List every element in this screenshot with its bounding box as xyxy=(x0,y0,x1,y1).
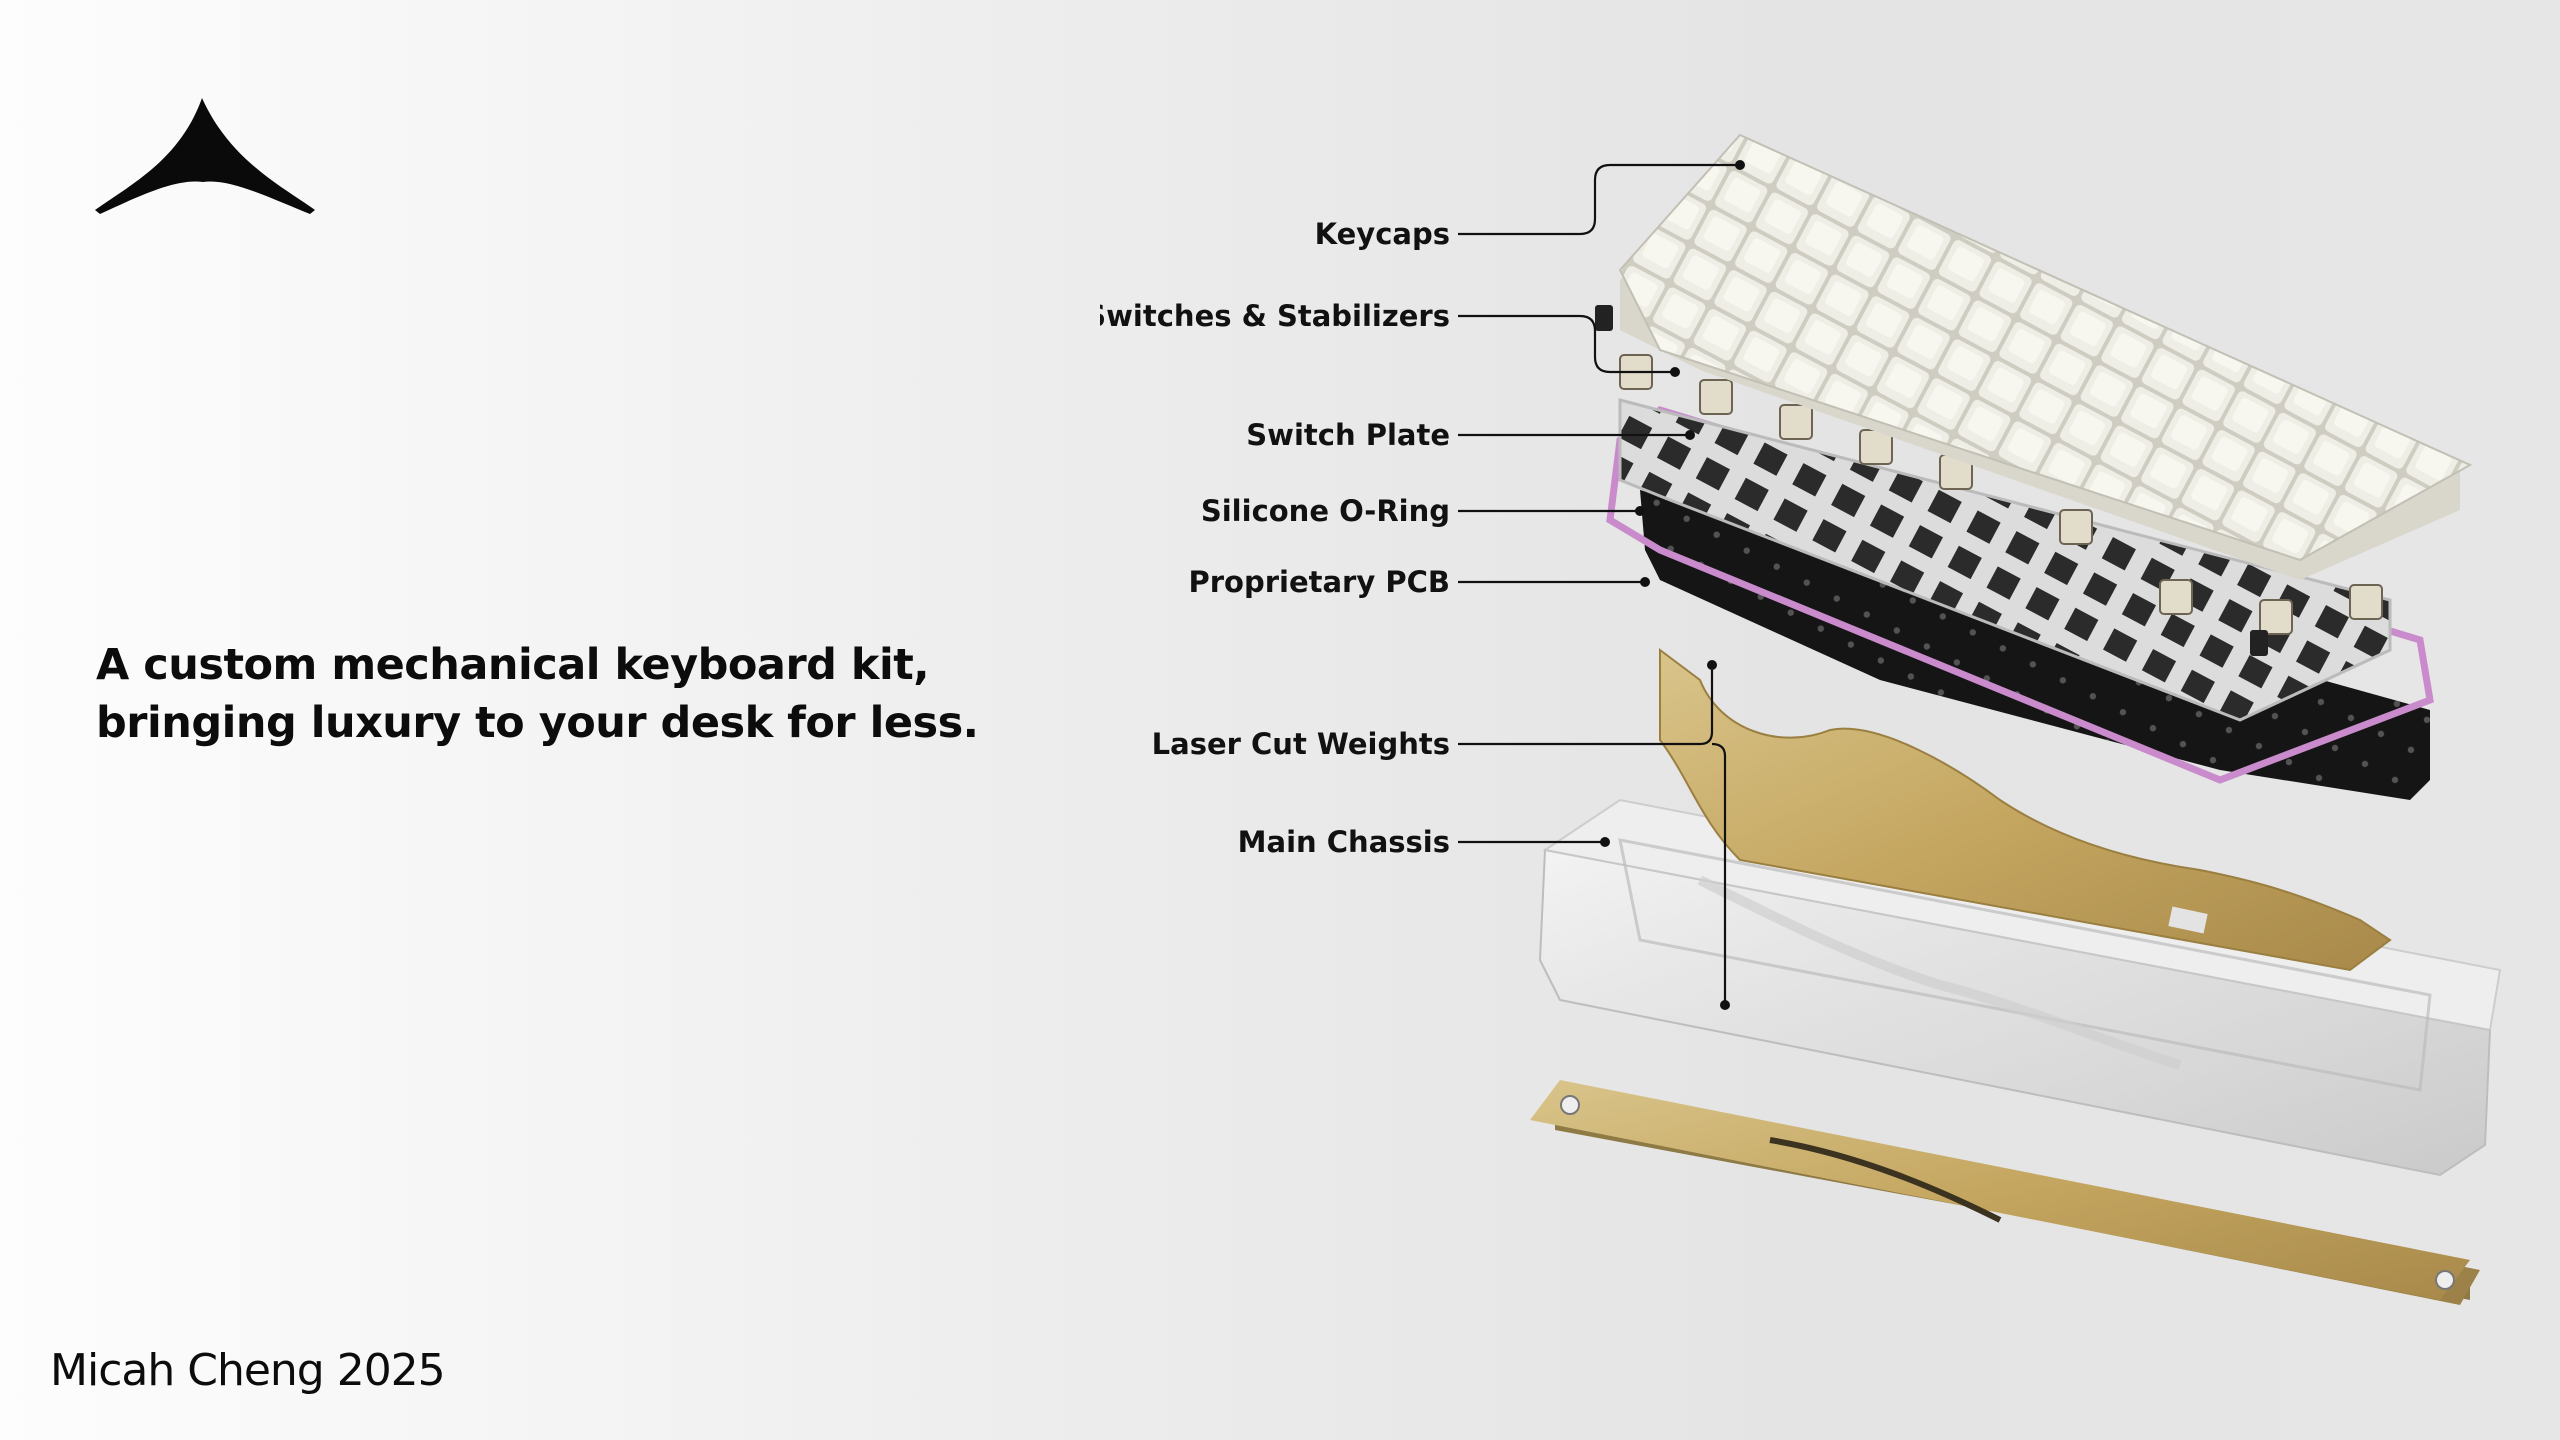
label-proprietary-pcb: Proprietary PCB xyxy=(1188,565,1450,599)
switch-plate xyxy=(1618,398,2392,722)
arch-peak-logo-icon xyxy=(95,98,315,214)
label-switches-stabilizers: Switches & Stabilizers xyxy=(1100,299,1450,333)
label-switch-plate: Switch Plate xyxy=(1246,418,1450,452)
callout-dots xyxy=(1600,160,1745,1010)
exploded-keyboard-diagram: Keycaps Switches & Stabilizers Switch Pl… xyxy=(1100,133,2502,1305)
laser-cut-weight xyxy=(1659,648,2392,972)
label-silicone-oring: Silicone O-Ring xyxy=(1201,494,1450,528)
keycaps xyxy=(1618,133,2473,580)
label-keycaps: Keycaps xyxy=(1315,217,1450,251)
tagline: A custom mechanical keyboard kit, bringi… xyxy=(96,636,1096,752)
callout-lines xyxy=(1458,163,1740,1005)
author-credit: Micah Cheng 2025 xyxy=(50,1345,446,1396)
tagline-line-2: bringing luxury to your desk for less. xyxy=(96,698,979,748)
bottom-weight-plate xyxy=(1530,1080,2480,1305)
pcb-board xyxy=(1640,490,2430,800)
tagline-line-1: A custom mechanical keyboard kit, xyxy=(96,640,930,690)
label-laser-cut-weights: Laser Cut Weights xyxy=(1152,727,1450,761)
label-main-chassis: Main Chassis xyxy=(1238,825,1450,859)
